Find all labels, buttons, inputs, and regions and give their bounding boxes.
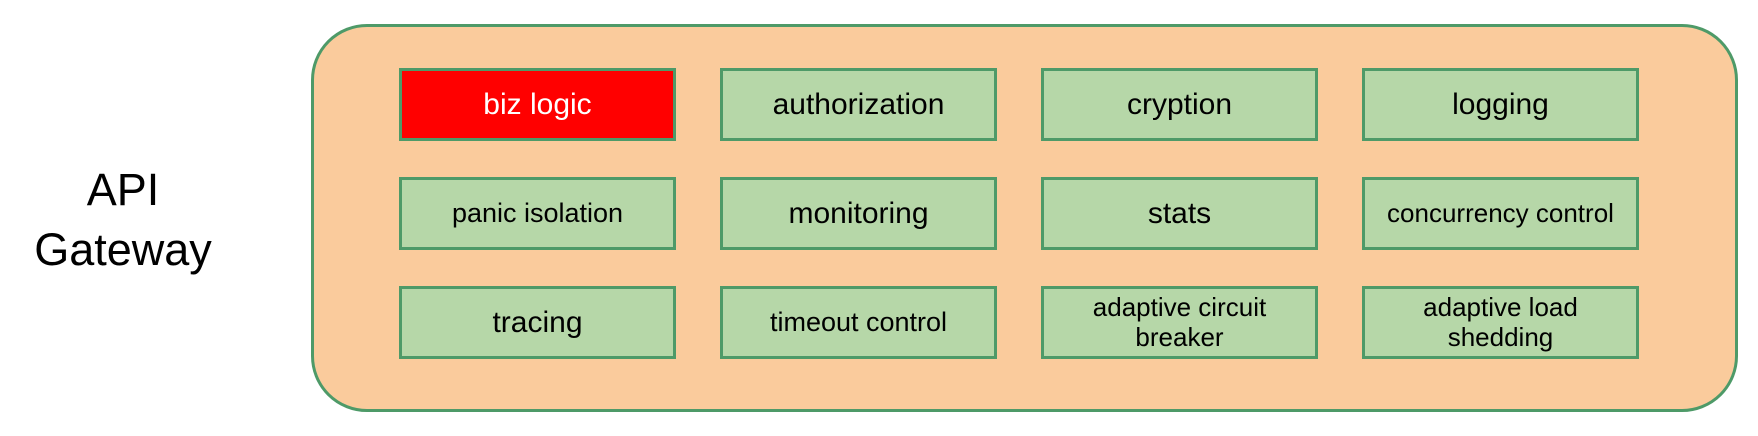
api-gateway-container: biz logic authorization cryption logging…: [311, 24, 1738, 412]
component-box-adaptive-load-shedding: adaptive load shedding: [1362, 286, 1639, 359]
component-box-label: biz logic: [483, 87, 592, 121]
component-box-label: concurrency control: [1387, 197, 1614, 228]
component-box-cryption: cryption: [1041, 68, 1318, 141]
api-gateway-label: API Gateway: [34, 164, 212, 275]
component-box-biz-logic: biz logic: [399, 68, 676, 141]
component-box-label: tracing: [492, 305, 583, 339]
component-box-monitoring: monitoring: [720, 177, 997, 250]
component-box-adaptive-circuit-breaker: adaptive circuit breaker: [1041, 286, 1318, 359]
component-box-logging: logging: [1362, 68, 1639, 141]
component-box-label: stats: [1147, 196, 1212, 230]
component-box-authorization: authorization: [720, 68, 997, 141]
component-box-timeout-control: timeout control: [720, 286, 997, 359]
component-box-concurrency-control: concurrency control: [1362, 177, 1639, 250]
component-box-label: timeout control: [769, 307, 948, 338]
component-box-label: panic isolation: [451, 198, 624, 229]
component-box-label: logging: [1452, 87, 1549, 121]
component-box-label: adaptive circuit breaker: [1092, 292, 1267, 352]
component-box-label: authorization: [772, 87, 945, 121]
component-box-tracing: tracing: [399, 286, 676, 359]
component-box-panic-isolation: panic isolation: [399, 177, 676, 250]
component-box-label: cryption: [1126, 87, 1233, 121]
component-box-label: adaptive load shedding: [1423, 292, 1578, 352]
component-box-stats: stats: [1041, 177, 1318, 250]
component-box-label: monitoring: [788, 196, 929, 230]
